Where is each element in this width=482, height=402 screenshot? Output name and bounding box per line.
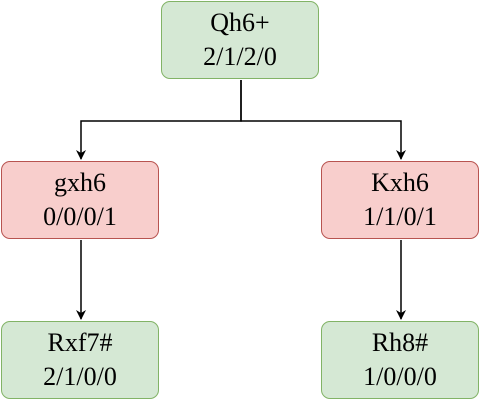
node-rxf7: Rxf7# 2/1/0/0 — [1, 321, 159, 399]
edge-root-to-gxh6 — [76, 80, 242, 160]
node-move-label: Rh8# — [371, 328, 429, 357]
node-move-label: gxh6 — [54, 168, 106, 197]
node-kxh6: Kxh6 1/1/0/1 — [321, 161, 479, 239]
node-qh6: Qh6+ 2/1/2/0 — [161, 1, 319, 79]
node-move-label: Rxf7# — [47, 328, 113, 357]
node-stats-label: 1/1/0/1 — [363, 202, 437, 231]
node-stats-label: 2/1/0/0 — [43, 362, 117, 391]
node-rh8: Rh8# 1/0/0/0 — [321, 321, 479, 399]
node-move-label: Qh6+ — [210, 8, 270, 37]
node-gxh6: gxh6 0/0/0/1 — [1, 161, 159, 239]
node-move-label: Kxh6 — [371, 168, 429, 197]
node-stats-label: 0/0/0/1 — [43, 202, 117, 231]
edge-root-to-kxh6 — [240, 80, 406, 160]
node-stats-label: 1/0/0/0 — [363, 362, 437, 391]
node-stats-label: 2/1/2/0 — [203, 42, 277, 71]
